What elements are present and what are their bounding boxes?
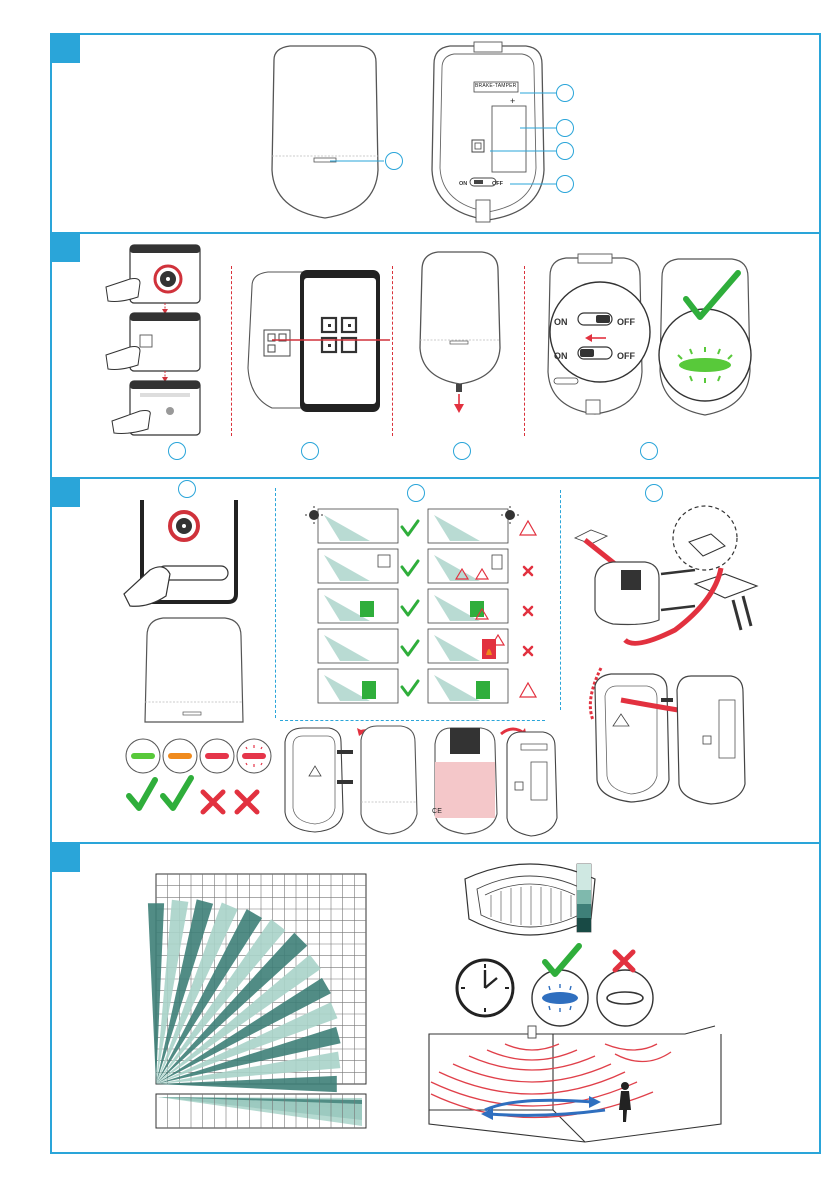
callout-step-b [301, 442, 319, 460]
switch-on-illustration [538, 252, 653, 422]
section-divider-2 [50, 477, 821, 479]
app-test-illustration [120, 498, 245, 608]
section-tab-4 [52, 844, 80, 872]
ce-mark: CE [432, 808, 442, 815]
section-divider-3 [50, 842, 821, 844]
mounting-steps-illustration [275, 722, 560, 837]
wall-mounting-illustration [565, 500, 820, 820]
step-separator-2 [392, 266, 393, 436]
walk-test-led-indicators [455, 948, 715, 1028]
back-pointer-lines [520, 82, 560, 192]
led-green-check-illustration [650, 255, 760, 425]
qr-scan-illustration [242, 268, 392, 413]
room-walk-test-illustration [425, 1020, 725, 1145]
callout-3b [407, 484, 425, 502]
detector-led-test-illustration [135, 614, 253, 724]
callout-step-a [168, 442, 186, 460]
zoom-switch-on-label-1: ON [554, 317, 568, 327]
callout-battery [556, 119, 574, 137]
cross-mark-icon [524, 567, 532, 655]
app-steps-illustration [100, 243, 210, 438]
zoom-switch-on-label-2: ON [554, 351, 568, 361]
led-status-legend [125, 738, 275, 818]
battery-plus-label: + [510, 96, 515, 106]
zoom-switch-off-label-1: OFF [617, 317, 635, 327]
switch-on-label: ON [459, 181, 467, 187]
step-separator-3 [524, 266, 525, 436]
section-tab-3 [52, 479, 80, 507]
placement-scenarios-grid [300, 505, 540, 720]
detector-front-illustration [260, 40, 390, 230]
callout-qr [556, 142, 574, 160]
clock-icon [457, 960, 513, 1016]
detection-pattern-chart [150, 868, 370, 1128]
section3-horizontal-separator [280, 720, 545, 721]
section-tab-1 [52, 35, 80, 63]
sensitivity-level-bar [575, 862, 595, 934]
section3-separator-1 [275, 488, 276, 718]
callout-tamper [556, 84, 574, 102]
section-tab-2 [52, 234, 80, 262]
check-mark-icon [402, 521, 418, 695]
section-divider-1 [50, 232, 821, 234]
detector-screw-illustration [410, 248, 510, 418]
section3-separator-2 [560, 490, 561, 710]
switch-off-label: OFF [492, 181, 503, 187]
callout-step-c [453, 442, 471, 460]
zoom-switch-off-label-2: OFF [617, 351, 635, 361]
callout-led [385, 152, 403, 170]
callout-3a [178, 480, 196, 498]
step-separator-1 [231, 266, 232, 436]
tamper-label: BRAKE-TAMPER [475, 83, 516, 89]
callout-step-d [640, 442, 658, 460]
callout-switch [556, 175, 574, 193]
